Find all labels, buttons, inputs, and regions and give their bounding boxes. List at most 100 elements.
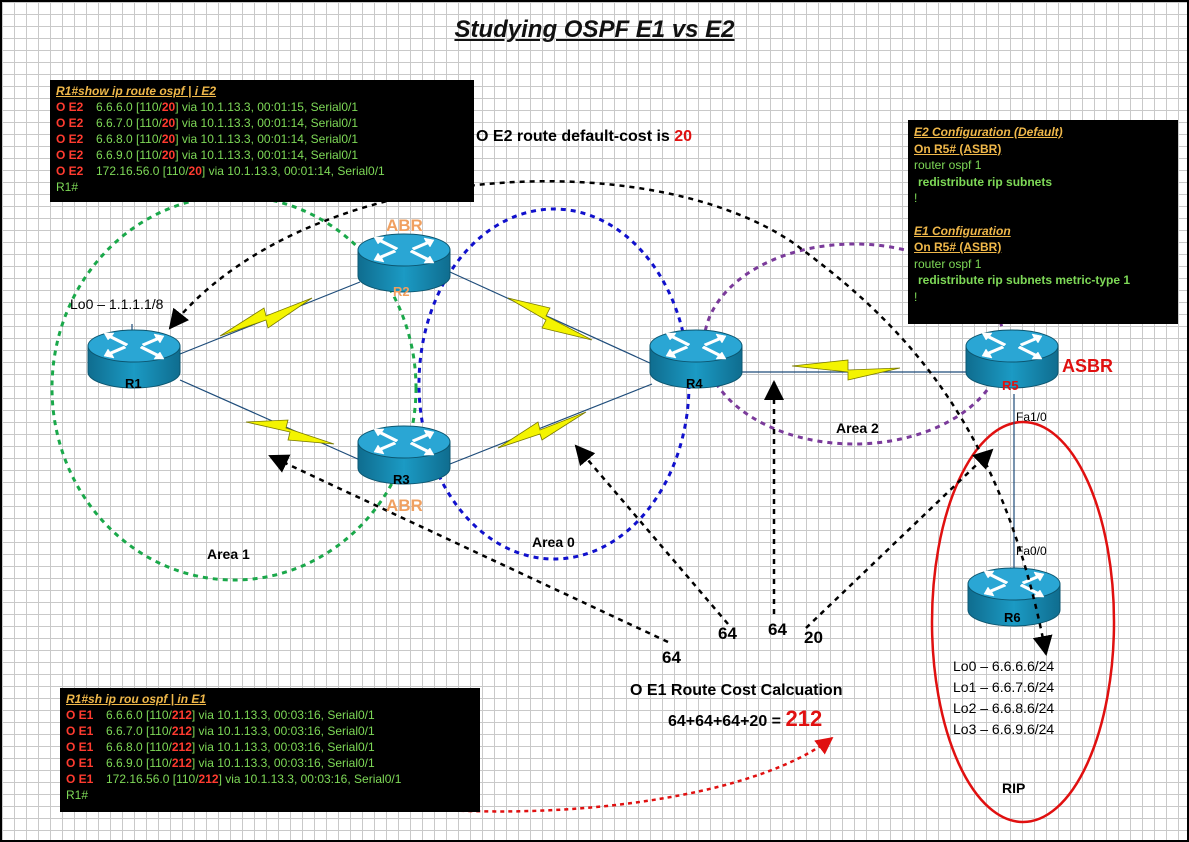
route-prefix: 6.6.9.0 bbox=[106, 756, 143, 770]
asbr-config-box: E2 Configuration (Default) On R5# (ASBR)… bbox=[908, 120, 1178, 324]
route-code: O E2 bbox=[56, 148, 84, 162]
route-next-hop: via 10.1.13.3, 00:03:16, Serial0/1 bbox=[198, 724, 375, 738]
cost-label: 64 bbox=[718, 624, 737, 643]
cost-arrow-r1-r3 bbox=[268, 454, 669, 644]
route-code: O E2 bbox=[56, 164, 84, 178]
r5-asbr-label: ASBR bbox=[1062, 356, 1114, 376]
area2-label: Area 2 bbox=[836, 420, 879, 436]
r5-interface-label: Fa1/0 bbox=[1016, 410, 1047, 424]
e1-config-line: router ospf 1 bbox=[914, 256, 982, 271]
e1-calc-result: 212 bbox=[785, 706, 823, 731]
router-r4-label: R4 bbox=[686, 376, 703, 391]
e1-config-heading: E1 Configuration bbox=[914, 223, 1011, 238]
e1-calc-heading: O E1 Route Cost Calcuation bbox=[630, 682, 843, 699]
e1-prompt: R1# bbox=[66, 788, 89, 802]
route-prefix: 6.6.6.0 bbox=[106, 708, 143, 722]
route-next-hop: via 10.1.13.3, 00:03:16, Serial0/1 bbox=[225, 772, 402, 786]
area1-label: Area 1 bbox=[207, 546, 250, 562]
serial-link-r4-r5 bbox=[791, 359, 901, 381]
route-metric: 20 bbox=[161, 100, 176, 114]
serial-link-r3-r4 bbox=[497, 411, 587, 449]
rip-label: RIP bbox=[1002, 780, 1026, 796]
r2-abr-label: ABR bbox=[386, 216, 423, 235]
route-metric: 20 bbox=[161, 116, 176, 130]
router-r3-label: R3 bbox=[393, 472, 410, 487]
route-code: O E1 bbox=[66, 708, 94, 722]
router-r2-label: R2 bbox=[393, 284, 410, 299]
route-next-hop: via 10.1.13.3, 00:01:14, Serial0/1 bbox=[181, 116, 359, 130]
route-metric: 20 bbox=[161, 148, 176, 162]
route-prefix: 6.6.7.0 bbox=[106, 724, 143, 738]
e1-config-line: ! bbox=[914, 289, 918, 304]
route-prefix: 172.16.56.0 bbox=[96, 164, 160, 178]
e2-arrow-path bbox=[168, 180, 1053, 656]
route-code: O E2 bbox=[56, 100, 84, 114]
cost-arrow-r3-r4 bbox=[574, 444, 729, 625]
cost-label: 64 bbox=[768, 620, 787, 639]
route-code: O E1 bbox=[66, 772, 94, 786]
serial-link-r1-r3 bbox=[245, 419, 335, 445]
cost-arrow-r5-r6 bbox=[805, 448, 994, 629]
route-next-hop: via 10.1.13.3, 00:03:16, Serial0/1 bbox=[198, 756, 375, 770]
route-metric: 212 bbox=[198, 772, 219, 786]
route-code: O E2 bbox=[56, 116, 84, 130]
cost-label: 64 bbox=[662, 648, 681, 667]
route-metric: 212 bbox=[171, 724, 192, 738]
router-r5-label: R5 bbox=[1002, 378, 1019, 393]
e2-default-cost-note: O E2 route default-cost is 20 bbox=[476, 128, 692, 146]
route-prefix: 6.6.9.0 bbox=[96, 148, 133, 162]
e2-config-heading: E2 Configuration (Default) bbox=[914, 125, 1063, 139]
e2-prompt: R1# bbox=[56, 180, 79, 194]
r6-interface-label: Fa0/0 bbox=[1016, 544, 1047, 558]
route-code: O E1 bbox=[66, 756, 94, 770]
cost-label: 20 bbox=[804, 628, 823, 647]
r6-loopback-item: Lo2 – 6.6.8.6/24 bbox=[953, 700, 1055, 716]
e2-note-value: 20 bbox=[674, 128, 693, 145]
r6-loopback-item: Lo1 – 6.6.7.6/24 bbox=[953, 679, 1055, 695]
route-next-hop: via 10.1.13.3, 00:01:14, Serial0/1 bbox=[181, 148, 359, 162]
route-next-hop: via 10.1.13.3, 00:01:14, Serial0/1 bbox=[181, 132, 359, 146]
route-prefix: 6.6.6.0 bbox=[96, 100, 133, 114]
e1-calc-expression: 64+64+64+20 = bbox=[668, 713, 782, 730]
route-metric: 212 bbox=[171, 756, 192, 770]
area0-boundary bbox=[417, 207, 691, 561]
e2-config-line: redistribute rip subnets bbox=[918, 174, 1053, 189]
r6-loopback-item: Lo0 – 6.6.6.6/24 bbox=[953, 658, 1055, 674]
e2-config-line: ! bbox=[914, 191, 918, 205]
e2-config-line: router ospf 1 bbox=[914, 158, 982, 172]
route-next-hop: via 10.1.13.3, 00:03:16, Serial0/1 bbox=[198, 740, 375, 754]
e1-calc-formula: 64+64+64+20 = 212 bbox=[668, 706, 822, 732]
route-code: O E1 bbox=[66, 724, 94, 738]
e1-command: R1#sh ip rou ospf | in E1 bbox=[66, 692, 207, 706]
route-metric: 212 bbox=[171, 708, 192, 722]
route-prefix: 6.6.7.0 bbox=[96, 116, 133, 130]
area0-label: Area 0 bbox=[532, 534, 575, 550]
r6-loopback-item: Lo3 – 6.6.9.6/24 bbox=[953, 721, 1055, 737]
r6-loopback-list: Lo0 – 6.6.6.6/24 Lo1 – 6.6.7.6/24 Lo2 – … bbox=[953, 656, 1054, 740]
e2-note-text: O E2 route default-cost is bbox=[476, 128, 670, 145]
r1-loopback-label: Lo0 – 1.1.1.1/8 bbox=[70, 296, 164, 312]
route-prefix: 6.6.8.0 bbox=[96, 132, 133, 146]
route-code: O E1 bbox=[66, 740, 94, 754]
route-metric: 20 bbox=[188, 164, 202, 178]
route-metric: 212 bbox=[171, 740, 192, 754]
route-prefix: 6.6.8.0 bbox=[106, 740, 143, 754]
e1-config-target: On R5# (ASBR) bbox=[914, 240, 1002, 254]
e2-config-target: On R5# (ASBR) bbox=[914, 141, 1002, 156]
r3-abr-label: ABR bbox=[386, 496, 423, 515]
serial-link-r1-r2 bbox=[219, 297, 313, 337]
page-title: Studying OSPF E1 vs E2 bbox=[454, 16, 735, 43]
router-r1-label: R1 bbox=[125, 376, 142, 391]
route-prefix: 172.16.56.0 bbox=[106, 772, 170, 786]
